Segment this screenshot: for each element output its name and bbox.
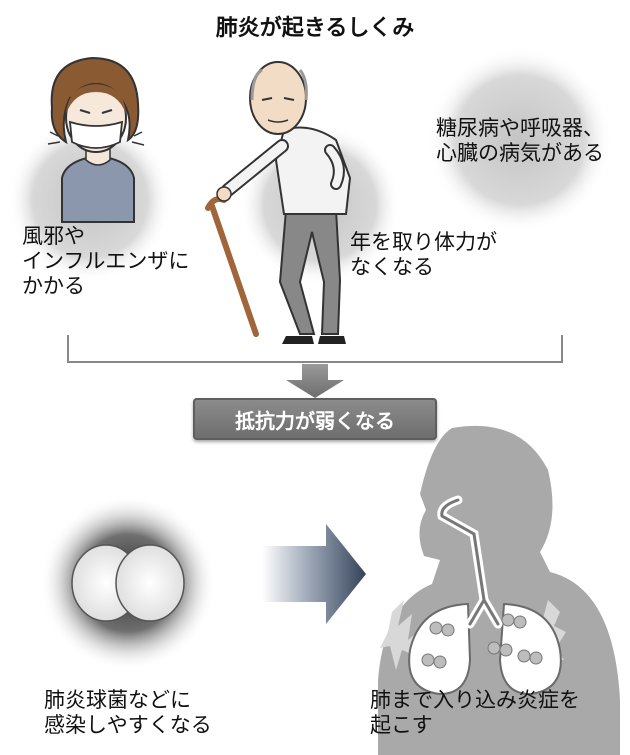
weakened-resistance-banner: 抵抗力が弱くなる: [193, 398, 437, 440]
elderly-man-with-cane-icon: [205, 61, 352, 344]
cause-aging-label: 年を取り体力が なくなる: [350, 230, 497, 279]
pneumococcus-bacteria-icon: [40, 495, 216, 671]
human-lungs-icon: [378, 425, 620, 755]
cause-disease-label: 糖尿病や呼吸器、 心臓の病気がある: [436, 116, 604, 165]
masked-sick-woman-icon: [47, 56, 145, 223]
diagram-title: 肺炎が起きるしくみ: [215, 16, 415, 41]
right-arrow-icon: [262, 524, 366, 624]
result-inflammation-label: 肺まで入り込み炎症を 起こす: [370, 688, 580, 737]
glow-circle-disease: [428, 48, 612, 232]
down-arrow-icon: [286, 364, 344, 398]
cause-cold-label: 風邪や インフルエンザに かかる: [22, 224, 190, 298]
cause-bracket: [67, 335, 563, 363]
result-infection-label: 肺炎球菌などに 感染しやすくなる: [44, 688, 212, 737]
